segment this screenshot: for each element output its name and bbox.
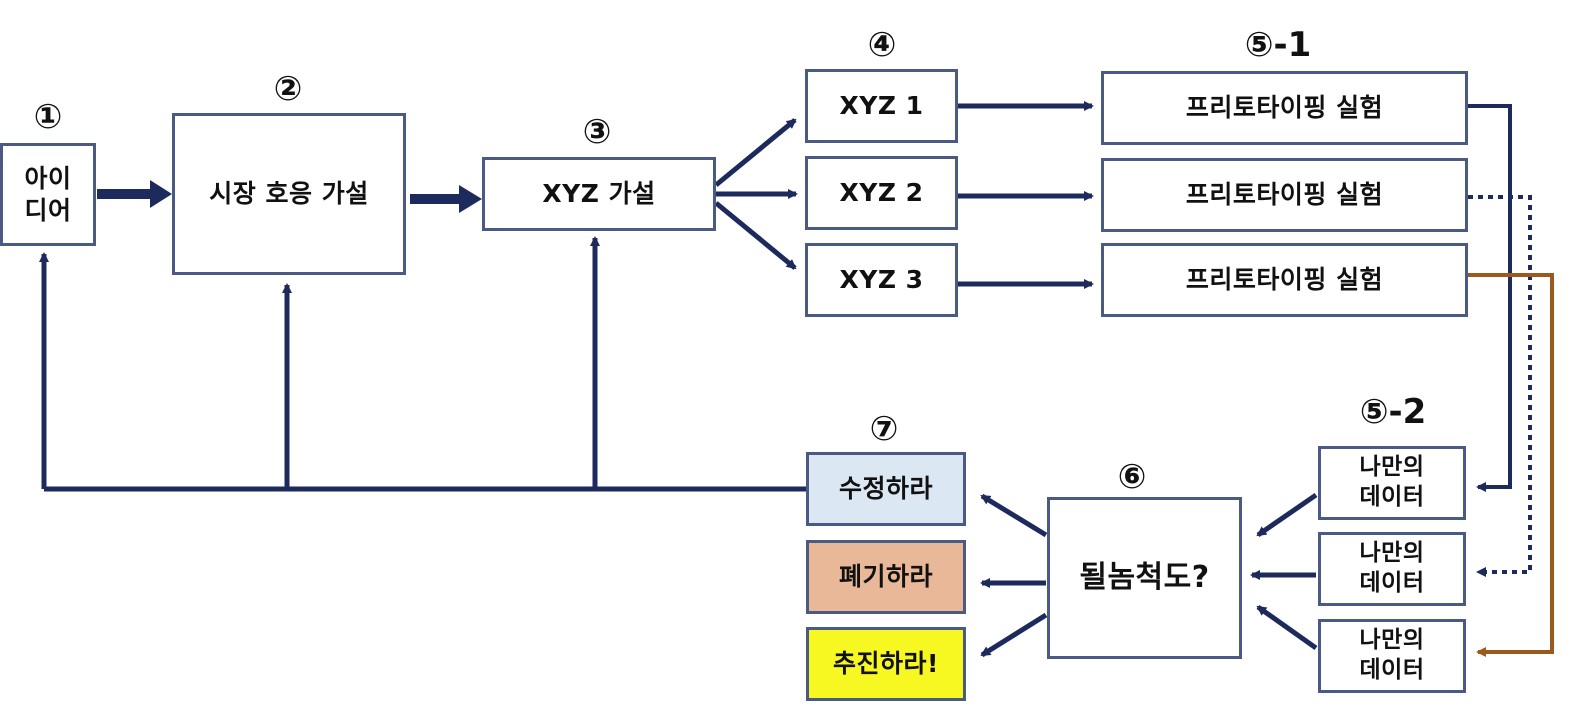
step-1-label: ① [33,97,63,137]
arrow-market-to-xyz [410,185,482,213]
arrow-proto1-to-data1 [1468,104,1512,492]
prototyping-label-2: 프리토타이핑 실험 [1185,180,1384,210]
xyz2-label: XYZ 2 [839,178,924,208]
verdict-label: 될놈척도? [1079,560,1210,596]
xyz3-box: XYZ 3 [805,243,958,317]
step-5-1-label: ⑤-1 [1244,25,1312,65]
prototyping-label-1: 프리토타이핑 실험 [1185,93,1384,123]
arrow-idea-to-market [97,180,172,208]
own-data-box-3: 나만의 데이터 [1318,619,1466,693]
xyz1-box: XYZ 1 [805,69,958,143]
prototyping-label-3: 프리토타이핑 실험 [1185,265,1384,295]
step-7-label: ⑦ [869,409,899,449]
idea-label: 아이 디어 [24,164,72,225]
prototyping-box-1: 프리토타이핑 실험 [1101,71,1468,145]
xyz3-label: XYZ 3 [839,265,924,295]
own-data-box-1: 나만의 데이터 [1318,446,1466,520]
idea-box: 아이 디어 [0,143,96,246]
step-6-label: ⑥ [1117,457,1147,497]
xyz-hypothesis-box: XYZ 가설 [482,157,716,231]
revise-label: 수정하라 [838,474,933,504]
prototyping-box-3: 프리토타이핑 실험 [1101,243,1468,317]
prototyping-box-2: 프리토타이핑 실험 [1101,158,1468,232]
market-hypothesis-box: 시장 호응 가설 [172,113,406,275]
arrow-proto2-to-data2 [1468,195,1532,577]
verdict-box: 될놈척도? [1047,497,1242,659]
arrow-proto3-to-data3 [1468,273,1554,657]
xyz1-label: XYZ 1 [839,91,924,121]
proceed-label: 추진하라! [833,649,939,679]
discard-label: 폐기하라 [838,562,933,592]
own-data-label-3: 나만의 데이터 [1359,627,1425,683]
step-3-label: ③ [582,112,612,152]
step-4-label: ④ [867,25,897,65]
step-2-label: ② [273,69,303,109]
arrow-data3-to-verdict [1256,604,1318,651]
market-hypothesis-label: 시장 호응 가설 [209,179,369,209]
arrow-branch-xyz3 [714,201,797,270]
xyz2-box: XYZ 2 [805,156,958,230]
own-data-label-1: 나만의 데이터 [1359,454,1425,510]
arrow-verdict-to-proceed [980,612,1048,658]
arrow-data1-to-verdict [1256,492,1318,538]
own-data-box-2: 나만의 데이터 [1318,532,1466,606]
xyz-hypothesis-label: XYZ 가설 [542,179,656,209]
step-5-2-label: ⑤-2 [1359,392,1427,432]
discard-box: 폐기하라 [806,540,966,614]
own-data-label-2: 나만의 데이터 [1359,540,1425,596]
proceed-box: 추진하라! [806,627,966,701]
arrow-verdict-to-revise [980,493,1048,538]
arrow-branch-xyz1 [714,118,797,187]
revise-box: 수정하라 [806,452,966,526]
